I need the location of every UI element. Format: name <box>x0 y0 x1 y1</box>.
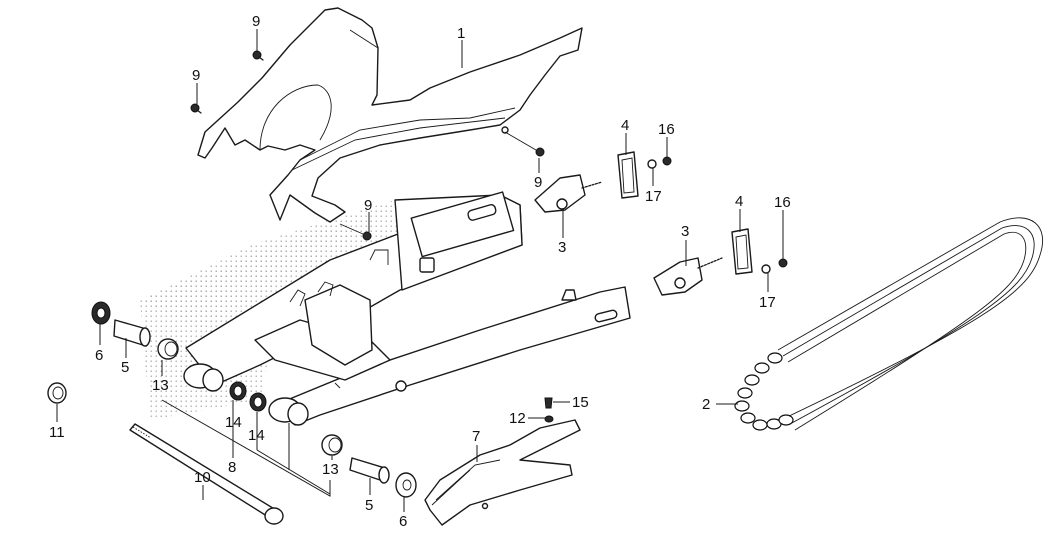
needle-bearing-left[interactable] <box>157 338 179 360</box>
callout-17-upper[interactable]: 17 <box>645 188 662 205</box>
bolt-left[interactable] <box>190 103 202 114</box>
callout-labels: 1 2 3 3 4 4 5 5 6 6 7 8 9 9 9 9 10 11 12… <box>49 13 791 530</box>
drive-chain[interactable] <box>734 217 1044 431</box>
screw[interactable] <box>544 397 553 409</box>
pivot-collar-right[interactable] <box>349 457 390 484</box>
bolt-right[interactable] <box>504 131 545 157</box>
callout-16-lower[interactable]: 16 <box>774 194 791 211</box>
pivot-bolt[interactable] <box>129 423 284 525</box>
adjust-nut-lower[interactable] <box>761 264 771 274</box>
callout-11[interactable]: 11 <box>49 424 65 441</box>
adjuster-plate-lower[interactable] <box>731 228 753 275</box>
callout-9-left[interactable]: 9 <box>192 67 200 84</box>
callout-10[interactable]: 10 <box>194 469 211 486</box>
callout-4-lower[interactable]: 4 <box>735 193 743 210</box>
callout-14-b[interactable]: 14 <box>248 427 265 444</box>
callout-16-upper[interactable]: 16 <box>658 121 675 138</box>
callout-6-left[interactable]: 6 <box>95 347 103 364</box>
callout-13-left[interactable]: 13 <box>152 377 169 394</box>
callout-9-lower[interactable]: 9 <box>364 197 372 214</box>
needle-bearing-right[interactable] <box>321 434 343 456</box>
callout-12[interactable]: 12 <box>509 410 526 427</box>
callout-3-lower[interactable]: 3 <box>681 223 689 240</box>
leader-lines <box>56 29 784 512</box>
dust-seal-left[interactable] <box>91 301 111 325</box>
bolt-lower[interactable] <box>339 223 372 241</box>
callout-17-lower[interactable]: 17 <box>759 294 776 311</box>
adjust-nut-upper[interactable] <box>647 159 657 169</box>
bolt-top[interactable] <box>252 50 264 61</box>
swingarm[interactable] <box>183 191 631 426</box>
pivot-collar-left[interactable] <box>113 319 151 347</box>
ball-bearing-b[interactable] <box>249 392 267 412</box>
callout-2[interactable]: 2 <box>702 396 710 413</box>
callout-7[interactable]: 7 <box>472 428 480 445</box>
callout-13-right[interactable]: 13 <box>322 461 339 478</box>
dust-seal-right[interactable] <box>395 472 417 498</box>
callout-3-upper[interactable]: 3 <box>558 239 566 256</box>
chain-slider[interactable] <box>424 419 581 526</box>
lock-nut-upper[interactable] <box>662 156 672 166</box>
ball-bearing-a[interactable] <box>229 381 247 401</box>
callout-6-right[interactable]: 6 <box>399 513 407 530</box>
chain-adjuster-upper[interactable] <box>534 174 603 213</box>
callout-14-a[interactable]: 14 <box>225 414 242 431</box>
chain-adjuster-lower[interactable] <box>653 257 723 296</box>
callout-4-upper[interactable]: 4 <box>621 117 629 134</box>
callout-1[interactable]: 1 <box>457 25 465 42</box>
callout-9-right[interactable]: 9 <box>534 174 542 191</box>
adjuster-plate-upper[interactable] <box>617 151 639 199</box>
callout-15[interactable]: 15 <box>572 394 589 411</box>
callout-8[interactable]: 8 <box>228 459 236 476</box>
chain-case[interactable] <box>197 7 583 223</box>
callout-9-top[interactable]: 9 <box>252 13 260 30</box>
lock-nut-lower[interactable] <box>778 258 788 268</box>
pivot-nut[interactable] <box>47 382 67 404</box>
washer[interactable] <box>544 415 554 423</box>
callout-5-left[interactable]: 5 <box>121 359 129 376</box>
callout-5-right[interactable]: 5 <box>365 497 373 514</box>
